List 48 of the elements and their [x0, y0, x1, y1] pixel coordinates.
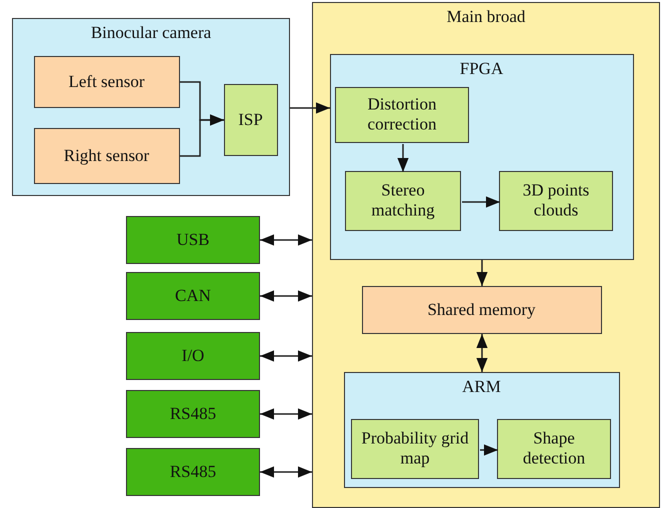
process-box	[126, 272, 260, 320]
arrow	[260, 290, 312, 302]
process-box	[362, 286, 602, 334]
box-label: I/O	[180, 346, 206, 366]
arrow	[480, 444, 498, 456]
arrow	[260, 234, 312, 246]
box-label: Shape detection	[522, 428, 586, 470]
arrow	[260, 408, 312, 420]
arrow	[260, 466, 312, 478]
process-box	[34, 128, 180, 184]
box-label: Probability grid map	[360, 428, 470, 470]
process-box	[126, 216, 260, 264]
process-box	[126, 448, 260, 496]
group-heading: Main broad	[446, 7, 526, 28]
box-label: Shared memory	[426, 299, 537, 320]
group-panel	[12, 18, 290, 196]
box-label: 3D points clouds	[522, 180, 590, 222]
arrow	[462, 196, 500, 208]
group-heading: ARM	[461, 376, 502, 397]
box-label: Left sensor	[67, 71, 146, 92]
process-box	[224, 84, 278, 156]
group-panel	[312, 2, 660, 508]
arrow	[476, 334, 488, 372]
process-box	[126, 332, 260, 380]
process-box	[497, 419, 611, 479]
process-box	[335, 87, 469, 143]
box-label: ISP	[237, 109, 264, 130]
arrow	[290, 102, 330, 114]
process-box	[126, 390, 260, 438]
group-heading: FPGA	[458, 58, 504, 79]
process-box	[345, 171, 461, 231]
process-box	[499, 171, 613, 231]
arrow	[260, 350, 312, 362]
arrow	[180, 114, 224, 157]
box-label: Right sensor	[62, 145, 150, 166]
group-panel	[344, 372, 620, 488]
arrow	[397, 144, 409, 172]
box-label: RS485	[168, 404, 218, 424]
box-label: Stereo matching	[370, 180, 436, 222]
process-box	[34, 56, 180, 108]
group-panel	[330, 54, 634, 260]
box-label: CAN	[174, 286, 212, 306]
box-label: RS485	[168, 462, 218, 482]
box-label: USB	[175, 230, 211, 250]
process-box	[351, 419, 479, 479]
box-label: Distortion correction	[366, 94, 438, 136]
arrow	[476, 260, 488, 286]
group-heading: Binocular camera	[90, 23, 212, 44]
